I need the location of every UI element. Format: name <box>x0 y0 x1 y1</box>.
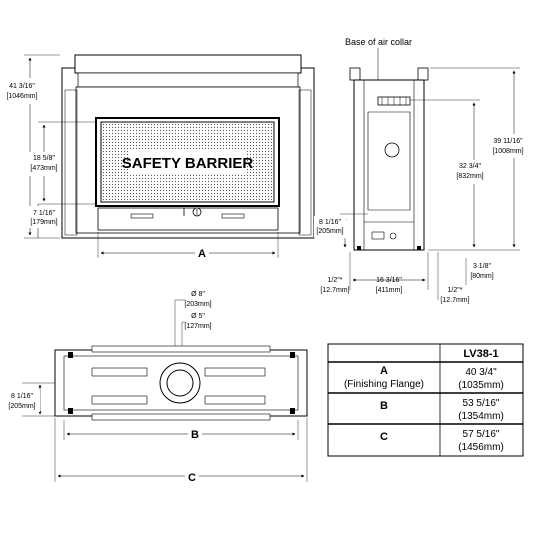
row-a-imperial: 40 3/4" <box>465 367 497 378</box>
dimension-b-label: B <box>191 429 199 441</box>
left-standoff-mm: [12.7mm] <box>320 287 349 294</box>
inner-vent-icon <box>166 369 194 397</box>
front-view: SAFETY BARRIER 41 3/16" [1046mm] 18 5/8"… <box>2 54 315 260</box>
row-c-metric: (1456mm) <box>458 442 504 453</box>
opening-height-mm: [473mm] <box>30 165 57 172</box>
top-depth-dim: 8 1/16" <box>11 393 33 400</box>
inner-vent-dim: Ø 5" <box>191 313 205 320</box>
left-standoff-dim: 1/2"* <box>328 277 343 284</box>
row-a-sub: (Finishing Flange) <box>344 379 424 390</box>
row-b-metric: (1354mm) <box>458 411 504 422</box>
dimension-a-label: A <box>198 248 206 260</box>
dimension-c-label: C <box>188 472 196 484</box>
depth-mm: [411mm] <box>376 287 403 294</box>
inner-vent-mm: [127mm] <box>184 323 211 330</box>
collar-height-dim: 32 3/4" <box>459 163 481 170</box>
right-standoff-dim: 1/2"* <box>448 287 463 294</box>
gas-inlet-icon <box>384 142 400 158</box>
side-body <box>353 79 425 251</box>
row-b-key: B <box>380 400 388 412</box>
table-header: LV38-1 <box>463 348 498 360</box>
top-depth-mm: [205mm] <box>8 403 35 410</box>
right-standoff-mm: [12.7mm] <box>440 297 469 304</box>
outer-vent-dim: Ø 8" <box>191 291 205 298</box>
side-view: Base of air collar 39 11/16" [1008mm] <box>314 37 533 304</box>
row-a-metric: (1035mm) <box>458 380 504 391</box>
top-hood <box>74 54 302 74</box>
top-view: Ø 8" [203mm] Ø 5" [127mm] 8 1/16" [205mm… <box>6 291 308 484</box>
base-height-mm: [179mm] <box>30 219 57 226</box>
overall-height-dim: 41 3/16" <box>9 83 35 90</box>
opening-height-dim: 18 5/8" <box>33 155 55 162</box>
gas-height-mm: [205mm] <box>316 228 343 235</box>
foot-mm: [80mm] <box>470 273 493 280</box>
air-collar-label: Base of air collar <box>345 37 412 47</box>
row-c-key: C <box>380 431 388 443</box>
dimension-table: LV38-1 A (Finishing Flange) 40 3/4" (103… <box>327 343 524 457</box>
row-a-key: A <box>380 365 388 377</box>
row-c-imperial: 57 5/16" <box>463 429 500 440</box>
total-height-mm: [1008mm] <box>492 148 523 155</box>
overall-height-mm: [1046mm] <box>6 93 37 100</box>
depth-dim: 16 3/16" <box>376 277 402 284</box>
gas-height-dim: 8 1/16" <box>319 219 341 226</box>
row-b-imperial: 53 5/16" <box>463 398 500 409</box>
base-height-dim: 7 1/16" <box>33 210 55 217</box>
safety-barrier-label: SAFETY BARRIER <box>122 155 254 172</box>
lower-control-panel <box>97 207 279 231</box>
total-height-dim: 39 11/16" <box>493 138 523 145</box>
outer-vent-mm: [203mm] <box>184 301 211 308</box>
foot-dim: 3 1/8" <box>473 263 492 270</box>
collar-height-mm: [832mm] <box>456 173 483 180</box>
